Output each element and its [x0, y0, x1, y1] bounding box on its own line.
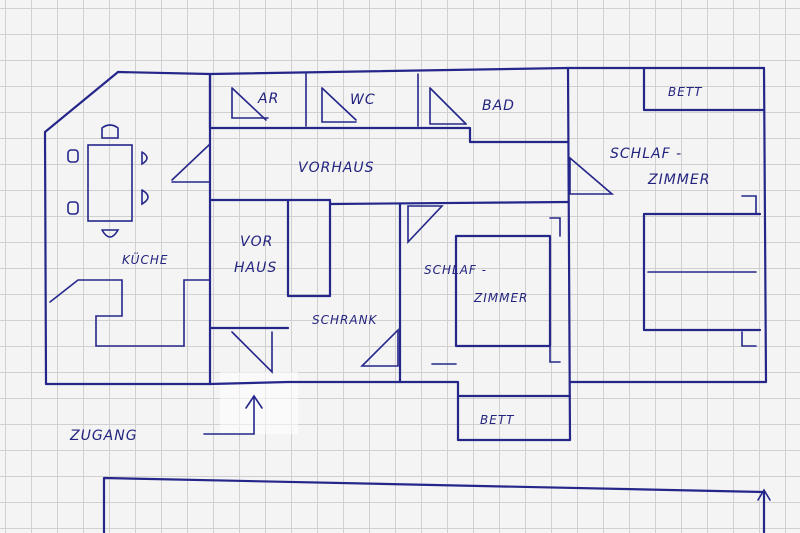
bed-right [642, 212, 762, 332]
hall-left-label-1: VOR [240, 234, 273, 250]
hall-left-label-2: HAUS [234, 260, 277, 276]
dining-table [87, 144, 133, 222]
bed-top-label: BETT [668, 85, 703, 99]
kitchen: KÜCHE [49, 124, 211, 347]
bedroom-right: BETT SCHLAF - ZIMMER [569, 66, 766, 347]
door-swing-bedroom-mid [407, 205, 444, 245]
door-swing-ar [231, 87, 269, 119]
lower-structure [102, 476, 771, 533]
chair-icon [67, 149, 79, 163]
kitchen-label: KÜCHE [122, 251, 168, 267]
bedroom-right-label-1: SCHLAF - [610, 146, 682, 162]
door-swing-entrance [231, 331, 273, 374]
bed-bottom-label: BETT [480, 413, 515, 427]
wardrobe-label: SCHRANK [312, 313, 378, 327]
bath-label: BAD [482, 98, 515, 114]
hall-left: VOR HAUS [208, 198, 332, 374]
bedroom-right-label-2: ZIMMER [647, 172, 710, 188]
bedroom-mid-label-1: SCHLAF - [424, 263, 487, 277]
bedroom-mid-label-2: ZIMMER [473, 291, 528, 305]
door-swing-bedroom-right [569, 156, 615, 195]
hall-top-label: VORHAUS [298, 160, 375, 176]
chair-icon [101, 229, 120, 238]
wet-rooms: AR WC BAD [208, 72, 570, 144]
storage-label: AR [257, 91, 279, 107]
wardrobe-room: SCHRANK [312, 202, 402, 384]
hall-top: VORHAUS [171, 142, 570, 206]
kitchen-counter-side [183, 279, 211, 347]
chair-icon [101, 124, 119, 139]
entrance-arrow [203, 397, 255, 435]
bed-top [642, 66, 766, 112]
door-swing-wc [321, 87, 357, 123]
kitchen-counter [49, 279, 185, 347]
bed-middle [454, 234, 552, 348]
chair-icon [67, 201, 79, 215]
bed-nook: BETT [456, 394, 572, 427]
chair-icon [141, 151, 148, 166]
entrance-label: ZUGANG [69, 428, 138, 444]
door-swing-bad [429, 87, 467, 125]
toilet-label: WC [350, 92, 376, 108]
outer-walls [43, 66, 768, 442]
entrance: ZUGANG [69, 394, 263, 444]
bedroom-middle: SCHLAF - ZIMMER [407, 205, 561, 365]
chair-icon [141, 189, 149, 206]
door-swing-hall [171, 142, 211, 183]
door-swing-wardrobe [360, 328, 399, 367]
